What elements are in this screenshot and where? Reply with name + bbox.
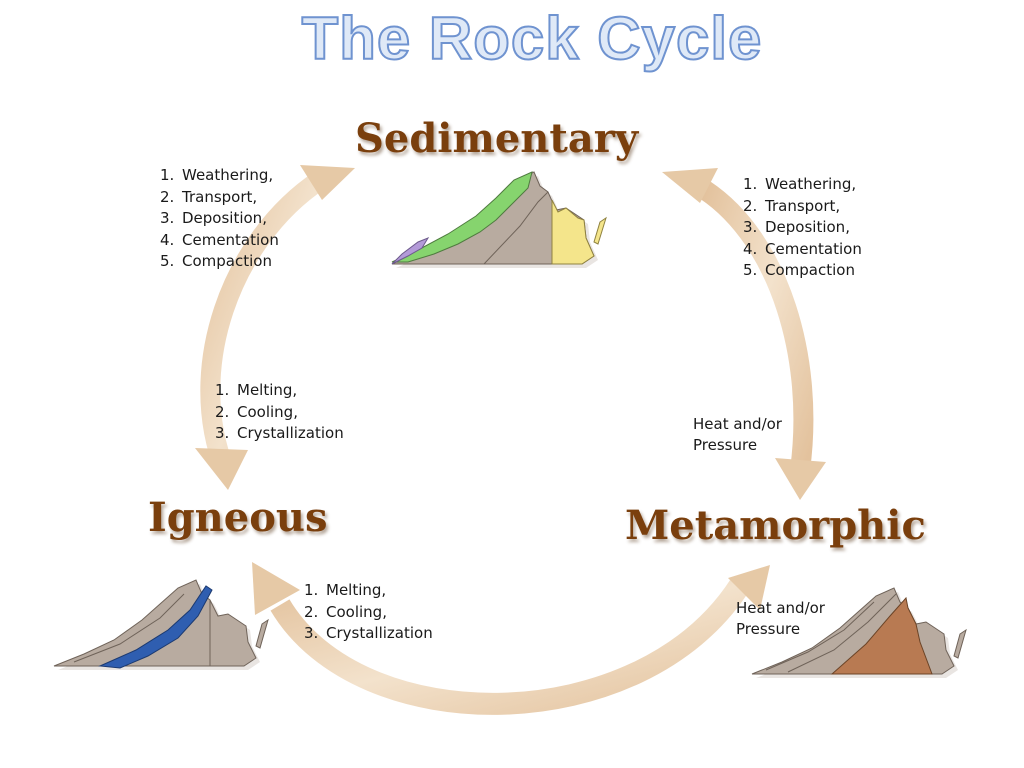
diagram-title: The Rock Cycle: [301, 4, 763, 73]
step-item: 1.Weathering,: [160, 166, 274, 184]
sedimentary-label: Sedimentary: [355, 115, 639, 162]
arrowhead-to-sedimentary-left: [300, 165, 355, 200]
arrowhead-to-sedimentary-right: [662, 168, 718, 203]
step-item: 5.Compaction: [743, 261, 855, 279]
step-item: 2.Cooling,: [215, 402, 298, 421]
igneous-map-icon: [53, 579, 269, 670]
step-item: 2.Transport,: [160, 187, 258, 206]
step-item: 1.Melting,: [304, 581, 387, 599]
metamorphic-map-icon: [751, 587, 967, 678]
arrowhead-to-metamorphic-bottom: [728, 565, 770, 610]
step-item: 3.Deposition,: [743, 218, 850, 236]
steps-to-igneous-left: 1.Melting, 2.Cooling, 3.Crystallization: [215, 380, 344, 445]
step-item: 3.Deposition,: [160, 209, 267, 227]
sedimentary-yellow-layer: [551, 199, 595, 265]
arrow-sedimentary-to-metamorphic: [699, 181, 814, 472]
igneous-blue-intrusion: [98, 585, 213, 669]
sedimentary-map-icon: [391, 171, 607, 268]
arrowhead-to-metamorphic-right: [775, 458, 826, 500]
metamorphic-brown-layer: [830, 596, 933, 675]
sedimentary-green-layer: [391, 171, 533, 263]
step-item: 4.Cementation: [160, 230, 279, 249]
step-item: 5.Compaction: [160, 252, 272, 270]
step-item: 3.Crystallization: [215, 424, 344, 442]
heat-pressure-bottom-label: Heat and/or Pressure: [736, 599, 825, 638]
steps-to-sedimentary-right: 1.Weathering, 2.Transport, 3.Deposition,…: [743, 174, 862, 282]
step-item: 1.Weathering,: [743, 175, 857, 193]
arrowhead-to-igneous-left: [195, 448, 248, 490]
step-item: 2.Cooling,: [304, 602, 387, 621]
steps-to-sedimentary-left: 1.Weathering, 2.Transport, 3.Deposition,…: [160, 165, 279, 273]
igneous-label: Igneous: [148, 494, 328, 541]
arrow-metamorphic-to-igneous: [270, 579, 750, 715]
step-item: 1.Melting,: [215, 381, 298, 399]
steps-to-igneous-bottom: 1.Melting, 2.Cooling, 3.Crystallization: [304, 580, 433, 645]
igneous-base-layer: [53, 579, 257, 667]
heat-pressure-right-label: Heat and/or Pressure: [693, 415, 782, 454]
arrowhead-to-igneous-bottom: [252, 562, 300, 615]
arrow-igneous-to-sedimentary: [200, 171, 326, 474]
sedimentary-purple-layer: [391, 236, 430, 265]
metamorphic-label: Metamorphic: [625, 502, 926, 549]
step-item: 2.Transport,: [743, 196, 841, 215]
step-item: 3.Crystallization: [304, 624, 433, 642]
step-item: 4.Cementation: [743, 239, 862, 258]
